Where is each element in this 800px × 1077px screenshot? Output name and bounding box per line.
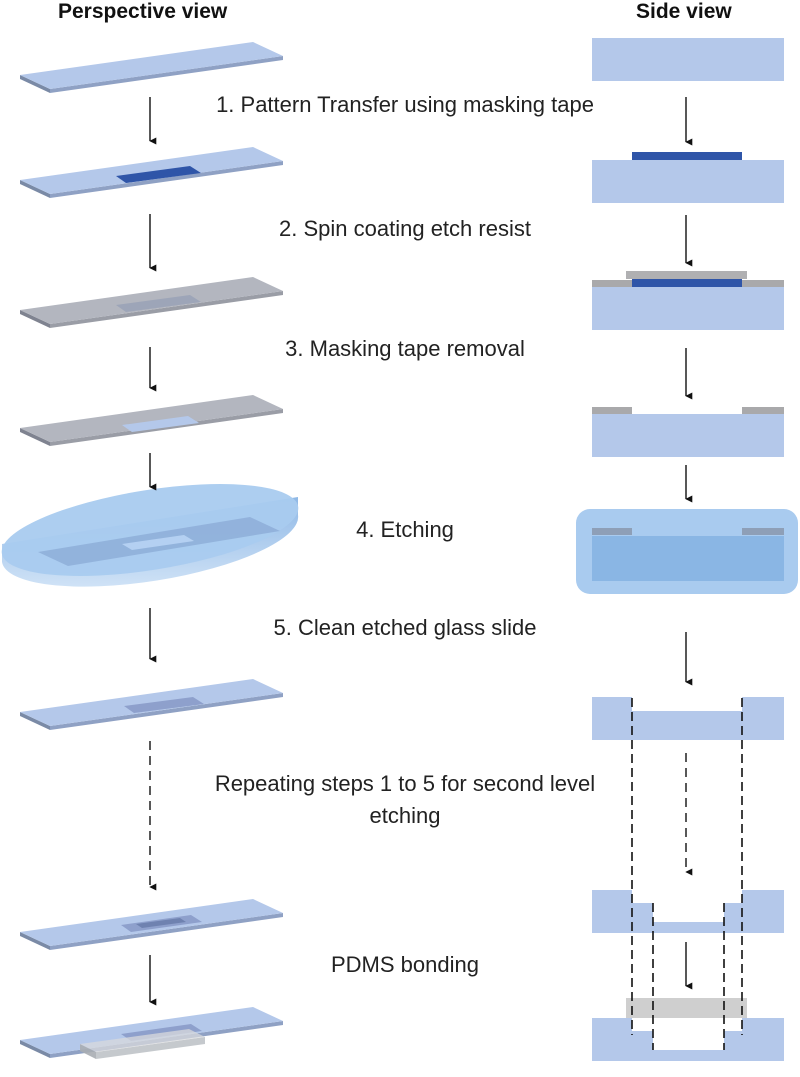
step-pdms-label: PDMS bonding <box>331 952 479 977</box>
perspective-slide-second-level <box>20 899 283 950</box>
side-slide-tape-removed <box>592 407 784 457</box>
side-view-header: Side view <box>636 0 732 23</box>
perspective-slide-pdms-bonded <box>20 1007 283 1059</box>
side-pdms-layer <box>626 998 747 1018</box>
slide-edge-front <box>50 913 283 950</box>
deep-channel <box>136 918 186 928</box>
side-slide-tape <box>592 152 784 203</box>
side-etched-profile <box>592 697 784 740</box>
perspective-slide-tape <box>20 147 283 198</box>
side-slide-second-level <box>592 890 784 933</box>
pdms-block-front <box>96 1037 205 1059</box>
side-slide-etched <box>592 697 784 740</box>
slide-edge <box>20 1040 50 1058</box>
step-spin-coating-label: 2. Spin coating etch resist <box>279 216 531 241</box>
side-resist-right <box>742 407 784 414</box>
perspective-slide-plain <box>20 42 283 93</box>
side-resist-left <box>592 407 632 414</box>
pdms-block-side <box>80 1044 96 1059</box>
side-resist-right <box>742 528 784 535</box>
side-resist-over-tape <box>626 271 747 279</box>
side-slide <box>592 160 784 203</box>
perspective-etching-dish <box>1 484 299 587</box>
slide-edge <box>20 180 50 198</box>
slide-edge-front <box>50 693 283 730</box>
side-bonded-profile <box>592 1018 784 1061</box>
side-slide <box>592 287 784 330</box>
side-two-level-profile <box>592 890 784 933</box>
perspective-slide-resist <box>20 277 283 328</box>
side-masking-tape <box>632 152 742 160</box>
side-resist-left <box>592 528 632 535</box>
slide-top <box>20 42 283 89</box>
perspective-view-header: Perspective view <box>58 0 228 23</box>
side-slide <box>592 414 784 457</box>
masking-tape <box>116 166 201 183</box>
side-slide-resist <box>592 271 784 330</box>
slide-edge <box>20 932 50 950</box>
step-etching-label: 4. Etching <box>356 517 454 542</box>
side-slide-plain <box>592 38 784 81</box>
perspective-slide-etched <box>20 679 283 730</box>
side-resist-right <box>742 280 784 287</box>
step-clean-label: 5. Clean etched glass slide <box>273 615 537 640</box>
step-pattern-transfer-label: 1. Pattern Transfer using masking tape <box>216 92 594 117</box>
step-tape-removal-label: 3. Masking tape removal <box>285 336 525 361</box>
slide-edge-front <box>50 409 283 446</box>
side-slide-etching <box>592 536 784 581</box>
etched-window <box>122 535 194 550</box>
side-masking-tape <box>632 279 742 287</box>
masked-region <box>116 295 201 312</box>
slide-edge-front <box>50 161 283 198</box>
side-etching-bath <box>576 509 798 594</box>
exposed-glass-window <box>122 416 199 432</box>
etched-channel <box>124 697 204 713</box>
perspective-slide-tape-removed <box>20 395 283 446</box>
slide-edge <box>20 75 50 93</box>
slide-edge <box>20 428 50 446</box>
slide-top <box>20 147 283 194</box>
pdms-block-top <box>80 1029 205 1052</box>
slide-edge <box>20 712 50 730</box>
resist-surface <box>20 395 283 442</box>
slide-edge <box>20 310 50 328</box>
step-repeat-label: Repeating steps 1 to 5 for second level … <box>214 771 596 828</box>
side-resist-left <box>592 280 632 287</box>
alignment-guides <box>631 698 743 1050</box>
side-pdms-bonded <box>592 998 784 1061</box>
slide-edge-front <box>50 291 283 328</box>
slide-edge-front <box>50 56 283 93</box>
